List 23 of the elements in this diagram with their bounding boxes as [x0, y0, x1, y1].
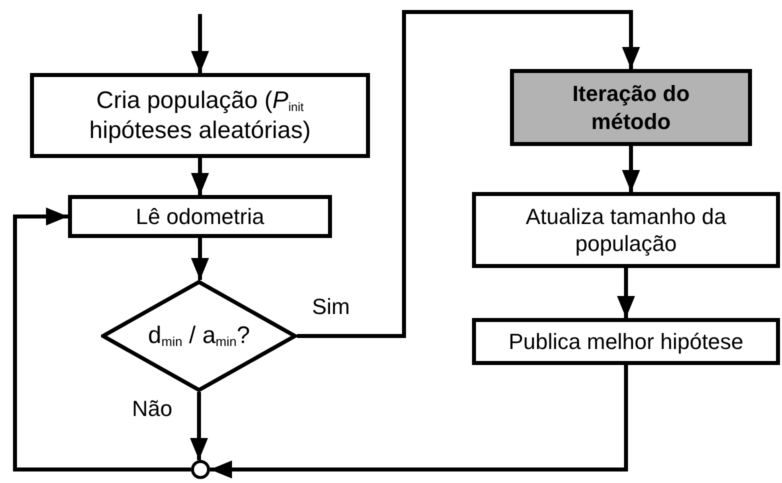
process-box	[472, 192, 780, 268]
node-text: Cria população (P$_{init}$ hipóteses aleatórias)	[88, 86, 312, 146]
decision-diamond	[101, 280, 297, 392]
arrow	[191, 14, 209, 73]
arrow	[13, 208, 191, 472]
arrow	[210, 365, 628, 478]
edge-label: Sim	[312, 296, 350, 318]
arrow	[297, 10, 640, 338]
arrow	[622, 146, 640, 192]
node-text: Lê odometria	[136, 202, 264, 230]
process-box	[472, 318, 780, 365]
node-text: Iteração do método	[571, 80, 691, 135]
highlighted-process-box	[510, 69, 752, 146]
node-text: Atualiza tamanho da população	[524, 202, 728, 258]
arrow	[191, 158, 209, 195]
edge-label: Não	[132, 398, 172, 420]
node-text: d$_{min}$ / a$_{min}$?	[148, 321, 250, 351]
arrow	[617, 268, 635, 318]
process-box	[30, 73, 370, 158]
process-box	[68, 195, 332, 238]
arrow	[191, 238, 209, 280]
node-text: Publica melhor hipótese	[508, 328, 744, 356]
arrow	[190, 392, 208, 460]
